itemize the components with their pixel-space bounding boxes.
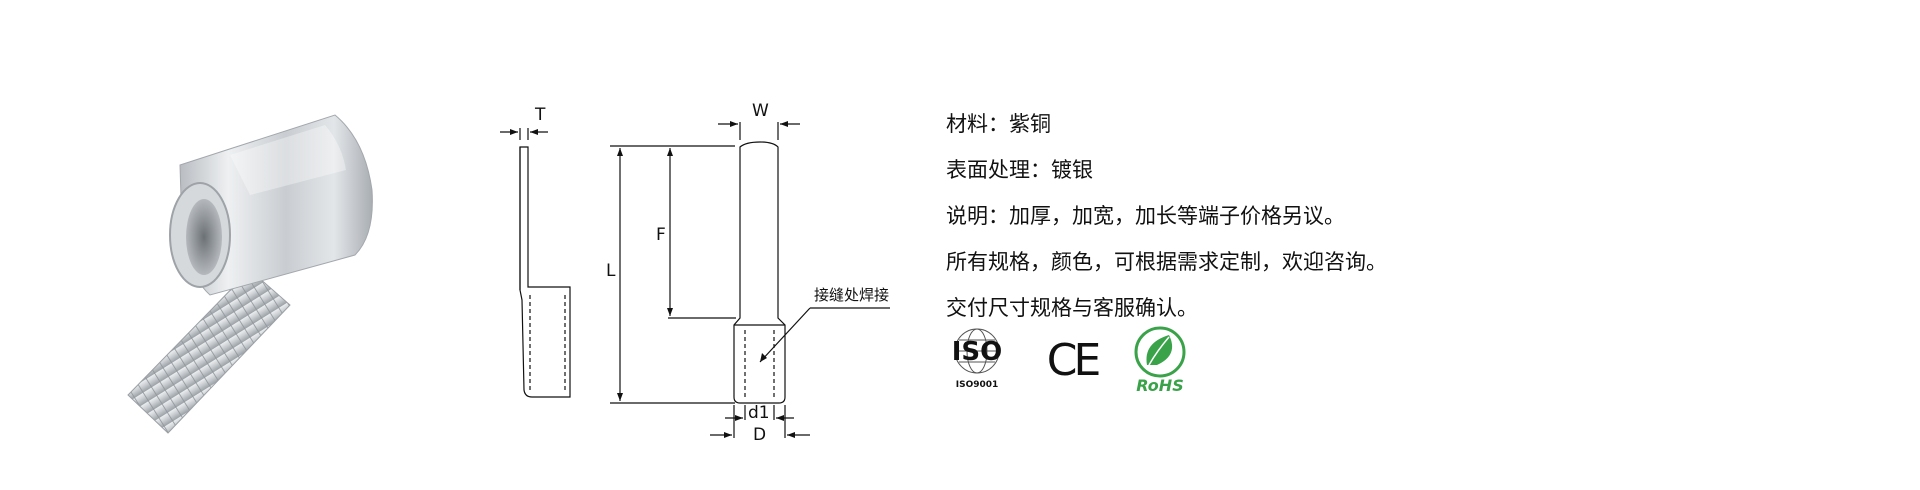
iso-text: ISO bbox=[952, 337, 1003, 367]
rohs-text: RoHS bbox=[1136, 376, 1183, 395]
technical-drawing: T W F L d1 D 接缝处焊接 bbox=[490, 100, 920, 445]
spec-list: 材料：紫铜 表面处理：镀银 说明：加厚，加宽，加长等端子价格另议。 所有规格，颜… bbox=[946, 112, 1546, 342]
spec-delivery: 交付尺寸规格与客服确认。 bbox=[946, 296, 1198, 320]
ce-mark-icon: CE bbox=[1040, 325, 1104, 395]
dim-label-t: T bbox=[534, 105, 546, 125]
product-photo bbox=[110, 95, 450, 435]
dim-label-w: W bbox=[752, 101, 769, 121]
spec-custom: 所有规格，颜色，可根据需求定制，欢迎咨询。 bbox=[946, 250, 1387, 274]
weld-note: 接缝处焊接 bbox=[814, 286, 889, 304]
iso-globe-icon: ISO ISO9001 bbox=[942, 325, 1012, 395]
spec-note: 说明：加厚，加宽，加长等端子价格另议。 bbox=[946, 204, 1345, 228]
iso-sub: ISO9001 bbox=[956, 380, 999, 390]
dim-label-f: F bbox=[656, 225, 666, 245]
front-view bbox=[733, 141, 786, 404]
spec-surface: 表面处理：镀银 bbox=[946, 158, 1093, 182]
side-view bbox=[519, 146, 571, 398]
dim-label-d1: d1 bbox=[748, 403, 770, 423]
pin-blade bbox=[127, 269, 291, 434]
dim-label-l: L bbox=[606, 261, 616, 281]
dim-label-d: D bbox=[753, 425, 766, 445]
spec-material: 材料：紫铜 bbox=[946, 112, 1051, 136]
certifications: ISO ISO9001 CE RoHS bbox=[942, 325, 1242, 395]
ce-text: CE bbox=[1047, 335, 1099, 386]
rohs-leaf-icon: RoHS bbox=[1127, 325, 1197, 395]
